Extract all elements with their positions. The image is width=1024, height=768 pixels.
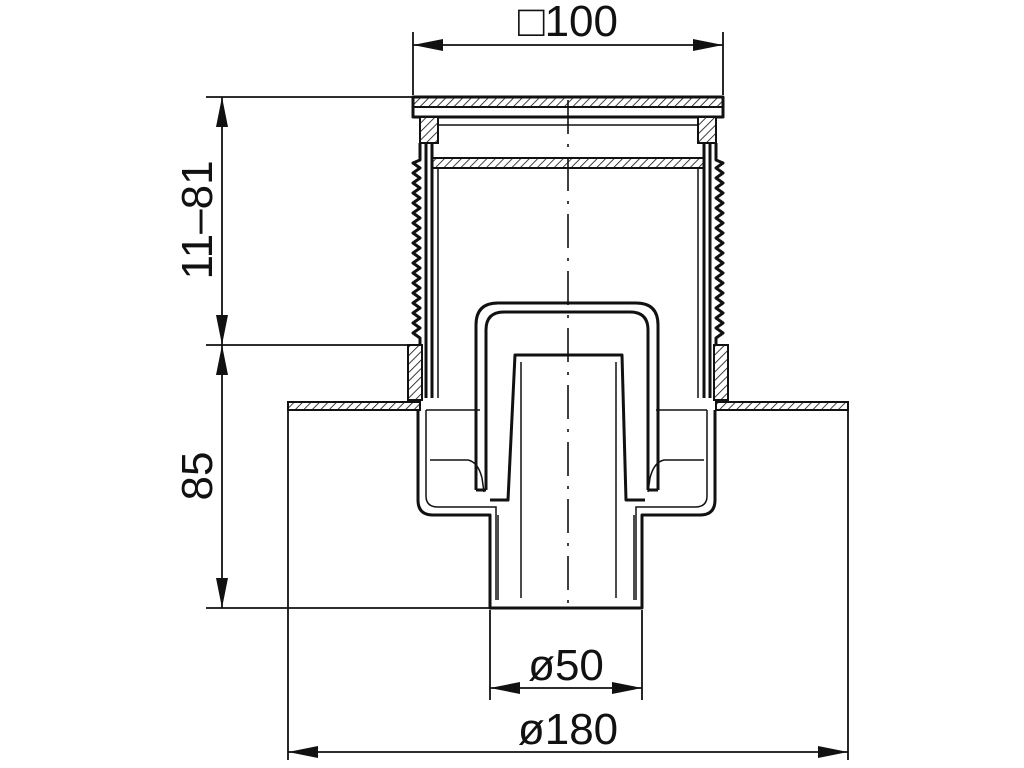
dim-height-adjust: 11–81 xyxy=(173,96,412,346)
dim-outlet-diameter: ø50 xyxy=(489,610,643,700)
arrow-down-icon xyxy=(216,315,228,345)
arrow-right-icon xyxy=(693,39,723,51)
collar-left xyxy=(407,344,423,401)
body-height-label: 85 xyxy=(173,452,222,501)
collar-right xyxy=(713,344,729,401)
dim-grate-size: □100 xyxy=(412,0,724,95)
arrow-left-icon xyxy=(413,39,443,51)
arrow-right-icon xyxy=(612,682,642,694)
arrow-right-icon xyxy=(818,746,848,758)
arrow-up-icon xyxy=(216,345,228,375)
odour-trap-bell xyxy=(474,301,660,492)
arrow-left-icon xyxy=(288,746,318,758)
arrow-down-icon xyxy=(216,578,228,608)
trap-detail-right xyxy=(647,459,704,493)
outlet-pipe xyxy=(497,515,635,600)
bowl xyxy=(416,409,717,610)
outlet-diameter-label: ø50 xyxy=(528,641,604,690)
arrow-up-icon xyxy=(216,97,228,127)
flange-diameter-label: ø180 xyxy=(518,705,618,754)
ribbed-extension-left xyxy=(411,143,428,398)
dim-flange-diameter: ø180 xyxy=(287,410,849,760)
dim-body-height: 85 xyxy=(173,345,490,609)
arrow-left-icon xyxy=(490,682,520,694)
grate-size-label: □100 xyxy=(518,0,618,46)
ribbed-extension-right xyxy=(708,143,725,398)
height-adjust-label: 11–81 xyxy=(173,160,222,279)
trap-detail-left xyxy=(430,459,485,493)
drain-body xyxy=(287,95,849,610)
